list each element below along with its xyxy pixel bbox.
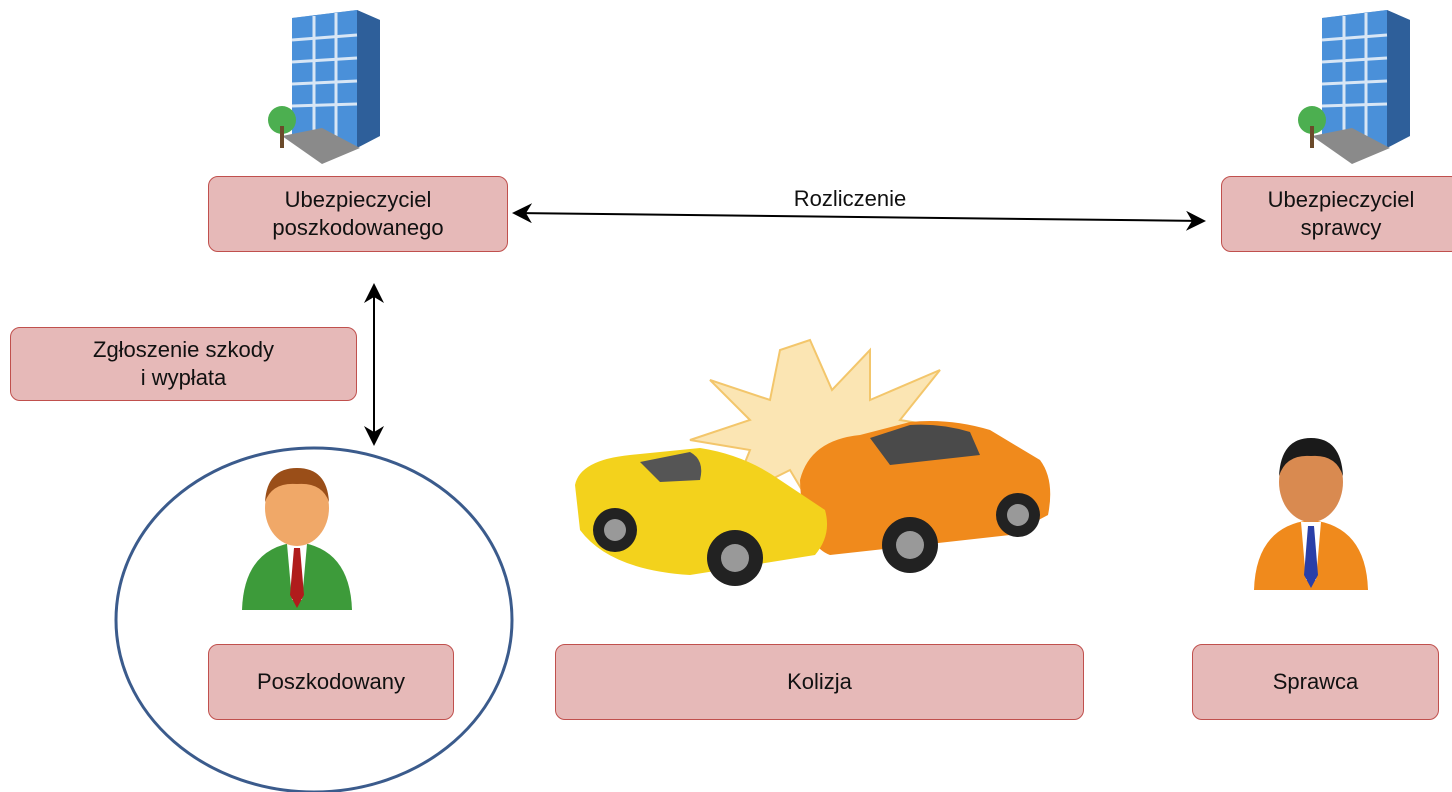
insurer-perpetrator-box: Ubezpieczyciel sprawcy [1221, 176, 1452, 252]
settlement-arrow [512, 203, 1206, 231]
office-building-icon [268, 10, 380, 164]
victim-box: Poszkodowany [208, 644, 454, 720]
victim-highlight-ellipse [114, 446, 514, 792]
businessman-green-icon [242, 468, 352, 610]
settlement-label: Rozliczenie [793, 186, 907, 211]
collision-box: Kolizja [555, 644, 1084, 720]
perpetrator-box: Sprawca [1192, 644, 1439, 720]
businessman-orange-icon [1254, 438, 1368, 590]
claim-report-box: Zgłoszenie szkody i wypłata [10, 327, 357, 401]
office-building-icon [1298, 10, 1410, 164]
car-crash-icon [575, 338, 1051, 586]
insurer-victim-box: Ubezpieczyciel poszkodowanego [208, 176, 508, 252]
